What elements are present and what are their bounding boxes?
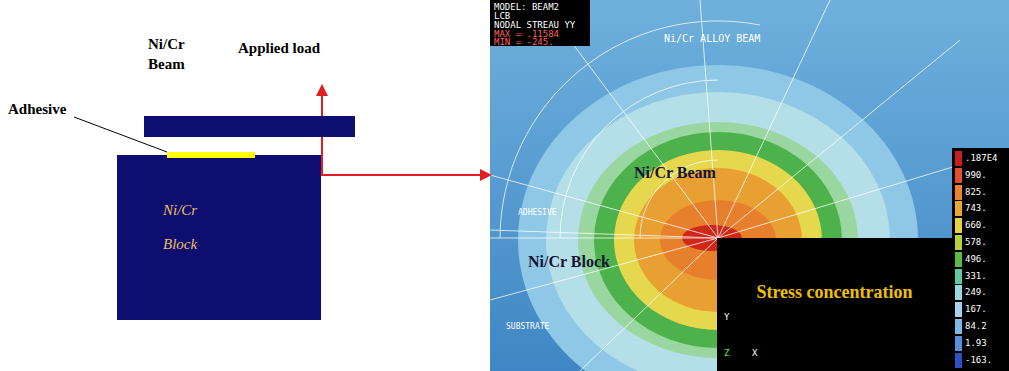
adhesive-layer <box>167 152 255 158</box>
legend-swatch <box>955 185 962 200</box>
node-text: Ni/Cr Beam <box>148 34 200 74</box>
axis-label: Y <box>724 312 729 322</box>
legend-value: 249. <box>965 287 987 297</box>
part-label: Adhesive <box>8 101 66 118</box>
node-text: Stress concentration <box>717 280 952 304</box>
screen-text: MIN = -245. <box>494 37 554 47</box>
legend-value: 743. <box>965 203 987 213</box>
legend-swatch <box>955 353 962 368</box>
legend-value: 660. <box>965 220 987 230</box>
screen-text: MODEL: BEAM2 <box>494 2 559 12</box>
legend-swatch <box>955 319 962 334</box>
legend-swatch <box>955 201 962 216</box>
legend-swatch <box>955 235 962 250</box>
substrate-block: Ni/Cr Block <box>117 155 321 320</box>
legend-swatch <box>955 269 962 284</box>
part-label: Ni/Cr Block <box>528 253 610 271</box>
axis-label: Z <box>724 348 729 358</box>
legend-swatch <box>955 168 962 183</box>
beam-block: Ni/Cr Beam <box>144 116 355 137</box>
axis-label: X <box>752 348 757 358</box>
screen-text: NODAL STREAU YY <box>494 20 575 30</box>
legend-value: .187E4 <box>965 153 998 163</box>
legend-swatch <box>955 285 962 300</box>
legend-value: 167. <box>965 304 987 314</box>
legend-value: 84.2 <box>965 321 987 331</box>
screen-text: LCB <box>494 11 510 21</box>
legend-swatch <box>955 252 962 267</box>
legend-swatch <box>955 336 962 351</box>
legend-swatch <box>955 302 962 317</box>
legend-swatch <box>955 151 962 166</box>
screen-text: Ni/Cr ALLOY BEAM <box>664 33 760 44</box>
fea-screenshot <box>490 0 1009 371</box>
load-label: Applied load <box>238 40 320 57</box>
part-label: Ni/Cr Beam <box>634 164 716 182</box>
legend-value: 578. <box>965 237 987 247</box>
legend-value: 1.93 <box>965 338 987 348</box>
legend-value: 496. <box>965 254 987 264</box>
legend-value: 331. <box>965 271 987 281</box>
legend-value: -163. <box>965 355 992 365</box>
screen-text: ADHESIVE <box>518 208 557 217</box>
node-text: Ni/Cr Block <box>163 193 209 261</box>
legend-swatch <box>955 218 962 233</box>
screen-text: SUBSTRATE <box>506 322 549 331</box>
legend-value: 825. <box>965 187 987 197</box>
legend-value: 990. <box>965 170 987 180</box>
